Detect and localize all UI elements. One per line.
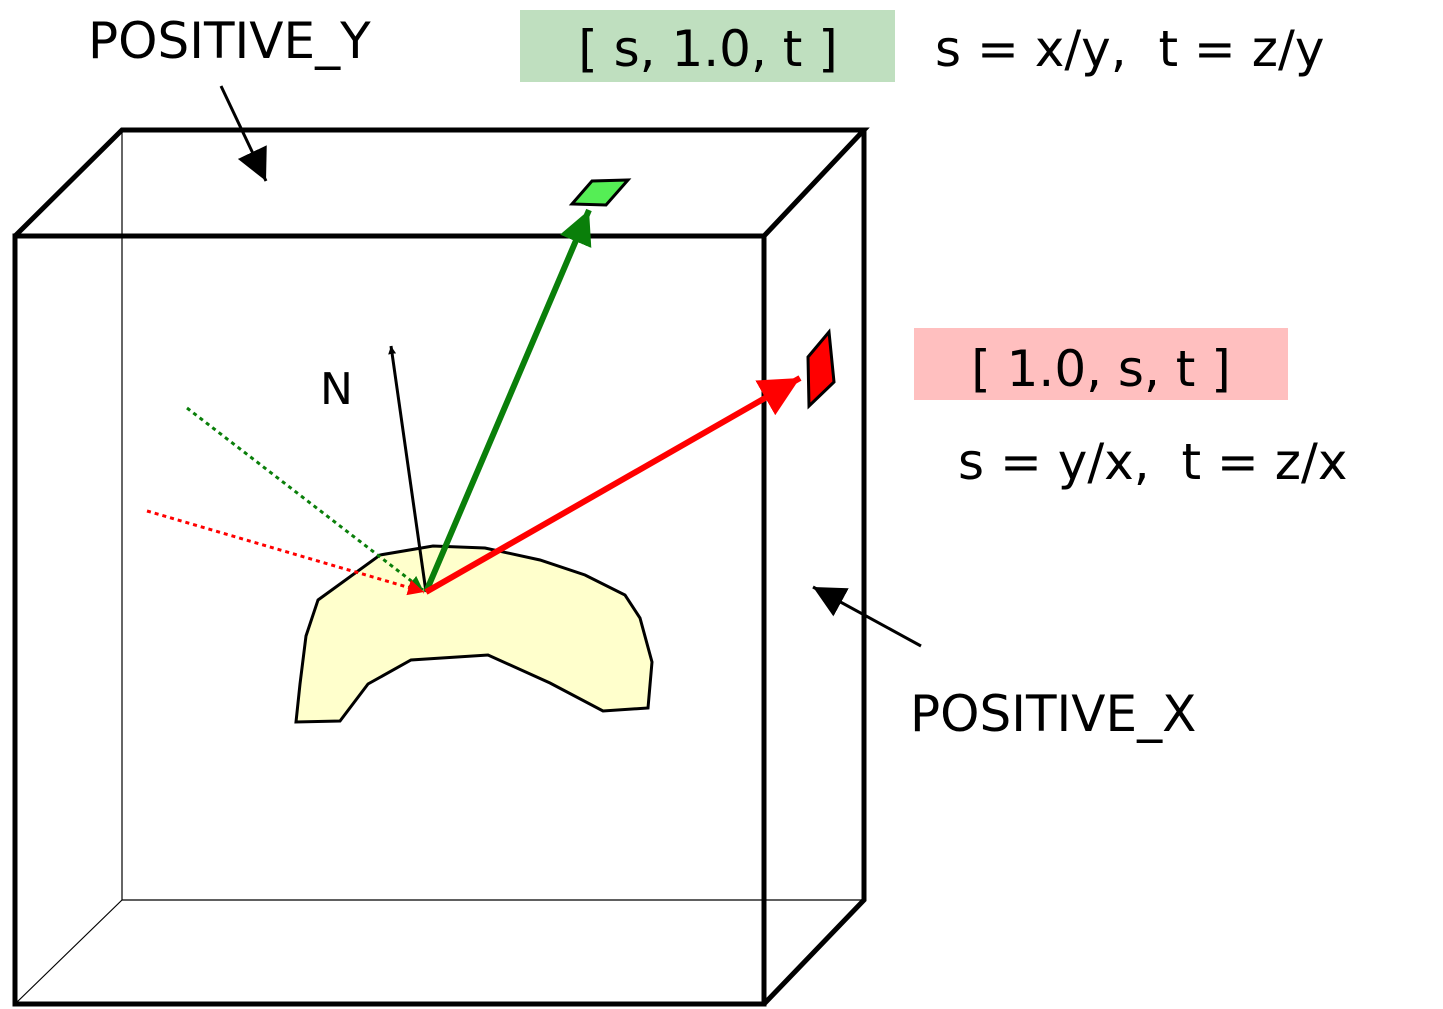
cube-visible-edges: [12, 127, 870, 1007]
cube-front-face: [12, 233, 767, 1007]
cube-top-face-edges: [13, 127, 870, 238]
green-texel: [568, 178, 632, 207]
reflected-ray-green: [423, 208, 592, 594]
y-face-equation: s = x/y, t = z/y: [935, 20, 1324, 78]
y-face-coords: [ s, 1.0, t ]: [578, 20, 838, 78]
reflected-ray-red: [424, 375, 802, 595]
y-face-coords-highlight: [520, 10, 895, 82]
x-face-equation: s = y/x, t = z/x: [958, 433, 1347, 491]
normal-label: N: [320, 364, 353, 415]
red-texel: [806, 328, 836, 410]
positive-y-pointer: [219, 85, 268, 182]
normal-vector: [388, 345, 428, 593]
x-face-coords: [ 1.0, s, t ]: [971, 340, 1231, 398]
x-face-coords-highlight: [914, 328, 1288, 400]
surface-patch: [294, 544, 654, 724]
positive-x-label: POSITIVE_X: [910, 685, 1196, 743]
incident-ray-green: [186, 406, 424, 592]
positive-x-pointer: [812, 585, 922, 648]
bottom-left-depth-edge: [14, 899, 123, 1005]
positive-y-label: POSITIVE_Y: [88, 12, 371, 70]
cube-right-face-edges: [762, 130, 867, 1006]
incident-ray-red: [146, 509, 425, 596]
cube-hidden-edges: [14, 130, 864, 1005]
